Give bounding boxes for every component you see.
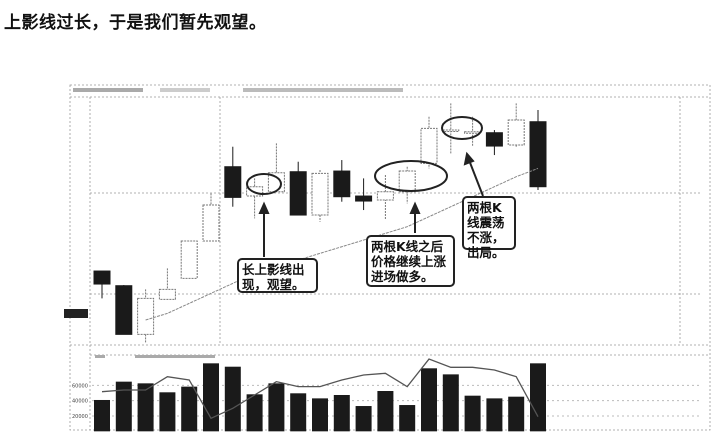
annotation-enter-long: 两根K线之后价格继续上涨进场做多。	[366, 235, 455, 287]
candle	[398, 166, 416, 204]
volume-bar	[508, 396, 525, 432]
candle	[507, 103, 525, 147]
candle-body-bull	[376, 191, 394, 201]
arrow-head-2	[409, 201, 421, 214]
candle	[180, 240, 198, 279]
volume-bar	[312, 398, 328, 432]
candle	[355, 178, 373, 211]
candle-body-bull	[442, 129, 460, 133]
highlight-ellipse-2	[374, 160, 448, 192]
volume-bar	[399, 405, 416, 432]
volume-bar	[464, 395, 481, 432]
candle	[420, 116, 438, 169]
candle-body-bull	[137, 297, 155, 335]
volume-bar	[333, 394, 350, 432]
candle-body-bear	[289, 171, 307, 216]
candle-body-bull	[420, 127, 438, 164]
candle-body-bear	[333, 170, 351, 198]
candle-body-bull	[180, 240, 198, 279]
candle-body-bear	[485, 132, 503, 147]
candle	[529, 110, 547, 191]
volume-moving-average-line	[101, 358, 539, 420]
candle	[115, 285, 133, 335]
candle	[137, 289, 155, 344]
annotation-exit: 两根K线震荡不涨，出局。	[462, 196, 516, 260]
candle-body-bull	[158, 288, 176, 300]
volume-bar	[203, 363, 219, 432]
volume-bar	[421, 368, 437, 432]
candle-body-bull	[464, 131, 482, 134]
candle	[376, 175, 394, 221]
candle-body-bear	[93, 270, 111, 285]
volume-bar	[355, 406, 372, 432]
arrow-head-3	[463, 151, 475, 166]
candle	[333, 160, 351, 202]
candle	[224, 146, 242, 207]
volume-bar	[290, 393, 307, 432]
volume-bar	[115, 381, 132, 432]
candle	[289, 161, 307, 216]
arrow-3	[468, 159, 484, 197]
volume-bar	[377, 391, 394, 432]
highlight-ellipse-3	[441, 116, 483, 140]
candle	[442, 103, 460, 154]
annotation-long-upper-shadow: 长上影线出现，观望。	[237, 258, 318, 293]
volume-bar	[246, 394, 263, 432]
volume-bar	[94, 399, 110, 432]
volume-tick-label: 60000	[72, 383, 88, 389]
volume-bar	[137, 383, 154, 432]
candle-body-bear	[529, 121, 547, 188]
chart-header-blur	[64, 88, 403, 358]
candle	[311, 170, 329, 222]
candle-body-bull	[311, 172, 329, 216]
volume-tick-label: 20000	[72, 414, 88, 420]
candle-body-bear	[115, 285, 133, 335]
arrow-head-1	[258, 201, 270, 214]
candle	[158, 268, 176, 300]
caption: 上影线过长，于是我们暂先观望。	[4, 13, 267, 33]
volume-bar	[159, 392, 176, 432]
volume-bar	[486, 398, 503, 432]
candle	[93, 270, 111, 299]
candle	[485, 130, 503, 156]
candle-body-bull	[398, 170, 416, 193]
candle-body-bull	[507, 119, 525, 146]
volume-bar	[530, 363, 546, 432]
candle-body-bull	[202, 204, 220, 242]
chart-frame	[69, 84, 711, 431]
volume-bar	[442, 374, 459, 432]
candle	[267, 143, 285, 193]
candle-body-bear	[224, 166, 242, 198]
volume-bar	[268, 383, 285, 432]
candle-body-bear	[355, 195, 373, 202]
volume-bar	[224, 366, 241, 432]
highlight-ellipse-1	[246, 173, 282, 195]
candle	[202, 193, 220, 242]
volume-bar	[181, 386, 198, 432]
volume-tick-label: 40000	[72, 399, 88, 405]
